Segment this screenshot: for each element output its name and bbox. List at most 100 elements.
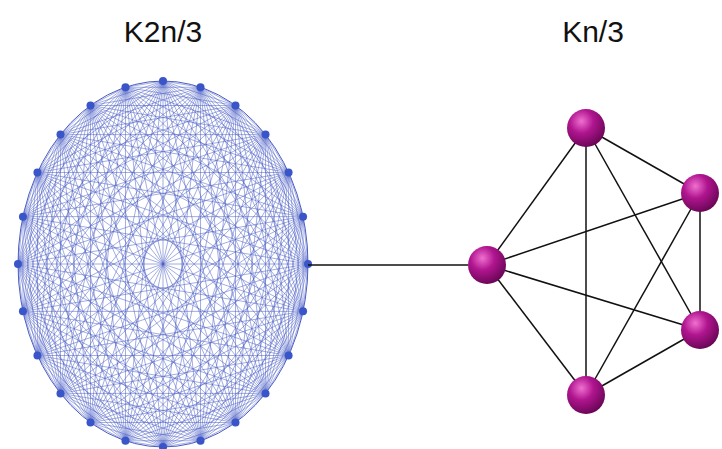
mesh-edge — [266, 135, 289, 356]
mesh-vertex — [87, 102, 95, 110]
mesh-edge — [303, 217, 304, 312]
graph-cluster: Kn/3 — [468, 14, 718, 414]
mesh-vertex — [56, 131, 64, 139]
mesh-vertex — [299, 213, 307, 221]
k5-edge — [487, 193, 700, 265]
k5-edge — [487, 265, 700, 330]
mesh-edge — [201, 87, 308, 264]
mesh-edge — [289, 264, 308, 356]
mesh-edge — [289, 311, 303, 355]
mesh-edge — [201, 264, 308, 441]
mesh-edge — [163, 81, 289, 173]
mesh-edge — [91, 106, 289, 356]
mesh-edge — [125, 106, 235, 441]
mesh-edge — [18, 135, 60, 264]
mesh-edge — [201, 422, 236, 440]
mesh-edge — [236, 356, 289, 423]
mesh-edge — [91, 422, 236, 423]
mesh-edge — [163, 441, 201, 447]
k5-edge — [487, 128, 586, 265]
mesh-edge — [91, 217, 304, 423]
mesh-edge — [37, 87, 125, 172]
mesh-edge — [236, 106, 304, 312]
mesh-edge — [91, 87, 201, 422]
mesh-edge — [236, 217, 304, 423]
mesh-edge — [23, 311, 303, 312]
mesh-edge — [236, 393, 266, 422]
mesh-vertex — [232, 102, 240, 110]
mesh-edge — [125, 87, 235, 422]
mesh-edge — [289, 173, 308, 265]
mesh-edge — [18, 264, 236, 422]
mesh-edge — [60, 135, 200, 441]
graph-cluster: K2n/3 — [18, 14, 308, 448]
mesh-edge — [163, 81, 236, 422]
mesh-vertex — [299, 307, 307, 315]
mesh-edge — [266, 135, 304, 312]
mesh-edge — [23, 106, 236, 312]
graph-label: K2n/3 — [18, 14, 308, 50]
mesh-edge — [91, 106, 266, 394]
mesh-edge — [23, 216, 303, 217]
mesh-vertex — [56, 389, 64, 397]
mesh-edge — [201, 87, 236, 422]
mesh-edge — [163, 81, 303, 311]
mesh-edge — [201, 311, 304, 440]
mesh-edge — [60, 106, 235, 135]
mesh-vertex — [262, 389, 270, 397]
mesh-edge — [60, 135, 308, 264]
mesh-edge — [23, 311, 201, 440]
mesh-edge — [23, 217, 91, 423]
mesh-edge — [236, 311, 304, 422]
mesh-edge — [266, 217, 304, 394]
mesh-edge — [60, 393, 200, 440]
k5-edge — [586, 330, 700, 395]
k5-edge — [487, 265, 586, 395]
mesh-edge — [60, 393, 235, 422]
mesh-edge — [37, 135, 265, 356]
mesh-edge — [37, 173, 60, 394]
complete-graph-k5 — [468, 109, 719, 414]
mesh-edge — [23, 311, 289, 355]
mesh-vertex — [87, 418, 95, 426]
mesh-edge — [37, 173, 200, 441]
mesh-edge — [265, 135, 266, 394]
mesh-vertex — [304, 260, 312, 268]
mesh-vertex — [197, 83, 205, 91]
mesh-vertex — [121, 437, 129, 445]
dense-complete-graph — [14, 77, 312, 449]
mesh-edge — [125, 87, 303, 311]
k5-vertex — [567, 109, 605, 147]
mesh-edge — [201, 356, 289, 441]
mesh-edge — [236, 106, 266, 394]
mesh-edge — [236, 135, 266, 423]
mesh-edge — [37, 87, 200, 172]
mesh-edge — [91, 106, 309, 264]
mesh-edge — [201, 135, 266, 441]
k5-edge — [586, 193, 700, 395]
mesh-vertex — [197, 437, 205, 445]
mesh-edge — [266, 311, 304, 393]
mesh-edge — [18, 264, 60, 393]
mesh-edge — [163, 81, 266, 135]
mesh-edge — [125, 87, 200, 441]
mesh-edge — [236, 173, 289, 423]
mesh-edge — [125, 87, 288, 172]
mesh-vertex — [19, 307, 27, 315]
mesh-edge — [37, 173, 308, 265]
mesh-edge — [23, 217, 201, 441]
mesh-vertex — [159, 77, 167, 85]
k5-vertex — [681, 174, 719, 212]
mesh-edge — [125, 356, 288, 441]
mesh-edge — [23, 311, 266, 393]
mesh-edge — [201, 393, 266, 440]
mesh-edge — [163, 81, 266, 393]
mesh-edge — [18, 135, 266, 264]
mesh-edge — [236, 106, 309, 264]
mesh-edge — [201, 87, 304, 216]
mesh-edge — [236, 264, 309, 422]
mesh-vertex — [121, 83, 129, 91]
mesh-edge — [125, 87, 265, 134]
mesh-edge — [201, 217, 304, 441]
graph-label: Kn/3 — [468, 14, 718, 50]
